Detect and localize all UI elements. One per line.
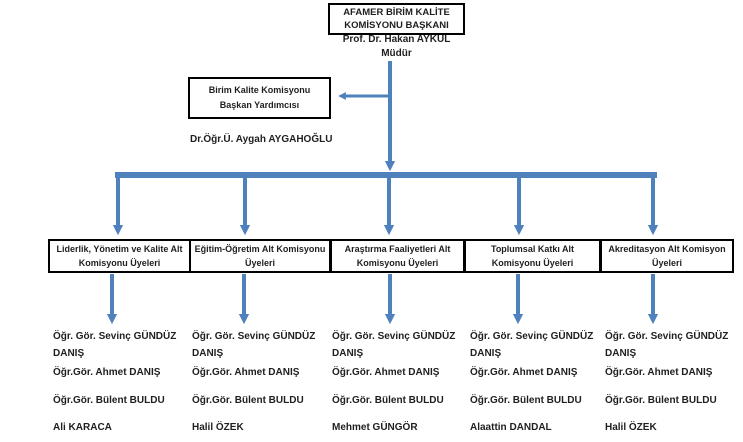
member-list-egitim: Öğr. Gör. Sevinç GÜNDÜZ DANIŞ Öğr.Gör. A… — [192, 328, 324, 436]
subcommittee-box-egitim: Eğitim-Öğretim Alt Komisyonu Üyeleri — [189, 239, 331, 273]
root-person-role: Müdür — [381, 48, 412, 59]
member-name: Öğr.Gör. Ahmet DANIŞ — [332, 367, 440, 378]
deputy-person-name: Dr.Öğr.Ü. Aygah AYGAHOĞLU — [190, 134, 333, 145]
root-person-name: Prof. Dr. Hakan AYKUL — [342, 34, 451, 45]
subcommittee-box-liderlik: Liderlik, Yönetim ve Kalite Alt Komisyon… — [48, 239, 191, 273]
subcommittee-title: Akreditasyon Alt Komisyon Üyeleri — [608, 244, 726, 268]
member-name: Öğr.Gör. Ahmet DANIŞ — [192, 367, 300, 378]
member-name: Alaattin DANDAL — [470, 422, 552, 433]
subcommittee-title: Eğitim-Öğretim Alt Komisyonu Üyeleri — [194, 244, 326, 268]
member-name: Öğr. Gör. Sevinç GÜNDÜZ DANIŞ — [470, 331, 594, 359]
member-list-arastirma: Öğr. Gör. Sevinç GÜNDÜZ DANIŞ Öğr.Gör. A… — [332, 328, 464, 436]
member-name: Öğr. Gör. Sevinç GÜNDÜZ DANIŞ — [192, 331, 316, 359]
subcommittee-title: Toplumsal Katkı Alt Komisyonu Üyeleri — [490, 244, 574, 268]
root-person-block: Prof. Dr. Hakan AYKUL Müdür — [328, 33, 465, 61]
member-name: Öğr. Gör. Sevinç GÜNDÜZ DANIŞ — [332, 331, 456, 359]
member-name: Öğr.Gör. Bülent BULDU — [332, 395, 444, 406]
member-name: Halil ÖZEK — [192, 422, 244, 433]
member-name: Öğr.Gör. Bülent BULDU — [192, 395, 304, 406]
member-name: Öğr. Gör. Sevinç GÜNDÜZ DANIŞ — [53, 331, 177, 359]
member-list-liderlik: Öğr. Gör. Sevinç GÜNDÜZ DANIŞ Öğr.Gör. A… — [53, 328, 185, 436]
subcommittee-box-akreditasyon: Akreditasyon Alt Komisyon Üyeleri — [600, 239, 734, 273]
member-name: Mehmet GÜNGÖR — [332, 422, 418, 433]
deputy-box: Birim Kalite Komisyonu Başkan Yardımcısı — [188, 77, 331, 119]
subcommittee-title: Liderlik, Yönetim ve Kalite Alt Komisyon… — [56, 244, 183, 268]
member-name: Öğr.Gör. Bülent BULDU — [605, 395, 717, 406]
member-name: Ali KARACA — [53, 422, 112, 433]
member-name: Halil ÖZEK — [605, 422, 657, 433]
subcommittee-box-arastirma: Araştırma Faaliyetleri Alt Komisyonu Üye… — [330, 239, 465, 273]
subcommittee-box-toplumsal: Toplumsal Katkı Alt Komisyonu Üyeleri — [464, 239, 601, 273]
subcommittee-title: Araştırma Faaliyetleri Alt Komisyonu Üye… — [344, 244, 451, 268]
member-name: Öğr.Gör. Ahmet DANIŞ — [470, 367, 578, 378]
root-box: AFAMER BİRİM KALİTE KOMİSYONU BAŞKANI — [328, 3, 465, 35]
member-name: Öğr. Gör. Sevinç GÜNDÜZ DANIŞ — [605, 331, 729, 359]
member-name: Öğr.Gör. Ahmet DANIŞ — [53, 367, 161, 378]
member-list-akreditasyon: Öğr. Gör. Sevinç GÜNDÜZ DANIŞ Öğr.Gör. A… — [605, 328, 740, 436]
deputy-title: Birim Kalite Komisyonu Başkan Yardımcısı — [208, 85, 311, 110]
member-name: Öğr.Gör. Bülent BULDU — [470, 395, 582, 406]
member-list-toplumsal: Öğr. Gör. Sevinç GÜNDÜZ DANIŞ Öğr.Gör. A… — [470, 328, 602, 436]
member-name: Öğr.Gör. Ahmet DANIŞ — [605, 367, 713, 378]
root-title: AFAMER BİRİM KALİTE KOMİSYONU BAŞKANI — [343, 7, 450, 31]
member-name: Öğr.Gör. Bülent BULDU — [53, 395, 165, 406]
